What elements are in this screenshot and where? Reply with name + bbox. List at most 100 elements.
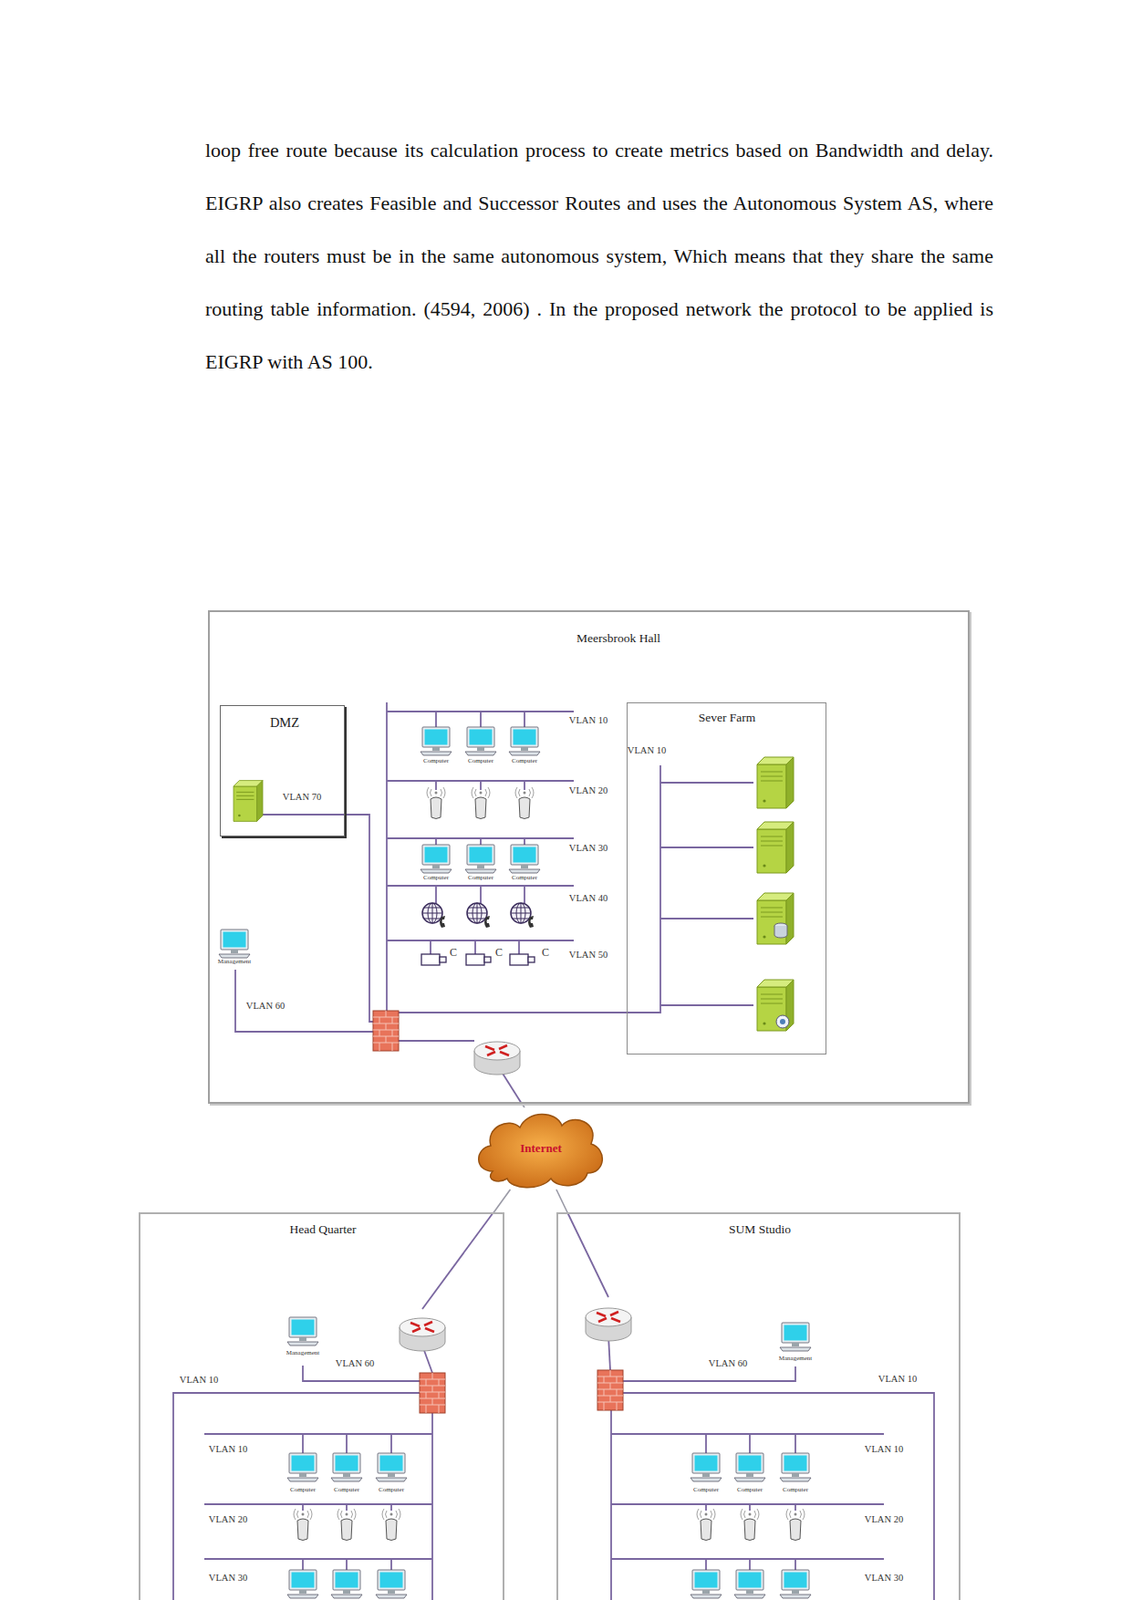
drawing-path <box>422 1212 494 1309</box>
vlan-label: VLAN 50 <box>569 949 608 961</box>
drawing-use <box>287 1569 319 1599</box>
device-caption: Computer <box>467 758 494 766</box>
site-box: DMZ <box>219 705 345 837</box>
drawing-use <box>422 903 446 928</box>
device-caption: Computer <box>290 1486 316 1495</box>
drawing-use <box>331 1453 363 1482</box>
drawing-path <box>386 838 574 845</box>
drawing-path <box>386 765 754 1013</box>
drawing-path <box>235 969 374 1032</box>
site-title: Sever Farm <box>698 710 757 726</box>
drawing-path <box>262 814 374 1022</box>
drawing-use <box>471 787 490 820</box>
drawing-use <box>734 1569 766 1599</box>
vlan-label: VLAN 10 <box>627 745 666 757</box>
drawing-use <box>585 1308 632 1341</box>
vlan-label: VLAN 10 <box>878 1373 917 1385</box>
site-box: Head Quarter <box>138 1212 505 1600</box>
vlan-label: C <box>449 946 457 959</box>
vlan-label: VLAN 30 <box>864 1572 904 1584</box>
device-caption: Computer <box>333 1486 360 1495</box>
drawing-use <box>597 1370 624 1411</box>
site-box: SUM Studio <box>556 1212 961 1600</box>
vlan-label: VLAN 20 <box>864 1514 904 1526</box>
device-caption: Computer <box>693 1486 719 1495</box>
device-icons <box>218 726 811 1599</box>
vlan-label: VLAN 10 <box>179 1374 219 1386</box>
drawing-use <box>779 1453 811 1482</box>
drawing-circle <box>779 1018 786 1025</box>
drawing-use <box>419 1372 446 1413</box>
network-wires <box>173 702 935 1600</box>
drawing-use <box>382 1508 401 1541</box>
drawing-use <box>740 1508 759 1541</box>
drawing-use <box>474 1041 520 1075</box>
drawing-path <box>610 1410 613 1600</box>
vlan-label: VLAN 40 <box>569 893 608 904</box>
device-caption: Computer <box>423 758 449 766</box>
drawing-use <box>467 903 490 928</box>
drawing-use <box>779 1322 811 1351</box>
drawing-use <box>509 954 535 966</box>
drawing-path <box>204 1558 433 1570</box>
drawing-path <box>173 1392 420 1600</box>
drawing-path <box>611 1558 884 1570</box>
drawing-use <box>690 1569 722 1599</box>
drawing-use <box>399 1318 446 1351</box>
vlan-label: VLAN 30 <box>569 842 608 854</box>
drawing-use <box>515 787 534 820</box>
drawing-g <box>757 979 794 1031</box>
drawing-use <box>420 726 452 756</box>
drawing-use <box>466 954 491 966</box>
drawing-use <box>373 1010 399 1051</box>
drawing-use <box>757 821 794 873</box>
wan-link <box>521 1103 525 1108</box>
drawing-use <box>690 1453 722 1482</box>
drawing-use <box>331 1569 363 1599</box>
drawing-use <box>508 726 541 756</box>
drawing-use <box>757 893 794 945</box>
drawing-path <box>567 1212 609 1298</box>
drawing-use <box>287 1453 319 1482</box>
drawing-use <box>375 1453 407 1482</box>
drawing-path <box>386 885 574 904</box>
device-caption: Computer <box>378 1486 405 1495</box>
drawing-use <box>375 1569 407 1599</box>
drawing-path <box>623 1392 935 1600</box>
drawing-path <box>611 1504 884 1511</box>
drawing-use <box>465 844 497 873</box>
drawing-g <box>757 893 794 945</box>
device-caption: Computer <box>737 1486 763 1495</box>
drawing-path <box>385 702 388 1013</box>
vlan-label: VLAN 60 <box>708 1358 748 1370</box>
wan-link <box>556 1189 568 1213</box>
vlan-label: VLAN 30 <box>208 1572 248 1584</box>
drawing-use <box>421 954 447 966</box>
drawing-use <box>218 929 250 958</box>
wan-link <box>493 1189 510 1213</box>
drawing-path <box>623 1366 796 1382</box>
cloud-outline <box>478 1113 603 1187</box>
drawing-path <box>774 925 788 938</box>
site-title: DMZ <box>270 715 300 731</box>
vlan-label: VLAN 10 <box>208 1443 248 1455</box>
drawing-use <box>757 979 794 1031</box>
vlan-label: VLAN 20 <box>208 1514 248 1526</box>
device-caption: Computer <box>467 874 494 883</box>
drawing-path <box>386 780 574 790</box>
site-title: SUM Studio <box>728 1222 791 1237</box>
device-caption: Computer <box>511 874 538 883</box>
drawing-use <box>420 844 452 873</box>
drawing-use <box>757 757 794 809</box>
drawing-path <box>204 1504 433 1511</box>
vlan-label: VLAN 20 <box>569 785 608 797</box>
device-caption: Management <box>218 958 252 966</box>
site-title: Meersbrook Hall <box>576 631 661 646</box>
drawing-g <box>233 780 263 822</box>
site-title: Head Quarter <box>289 1222 356 1237</box>
drawing-use <box>287 1317 319 1346</box>
drawing-path <box>611 1433 884 1454</box>
device-caption: Management <box>778 1355 813 1363</box>
drawing-path <box>398 1039 475 1042</box>
